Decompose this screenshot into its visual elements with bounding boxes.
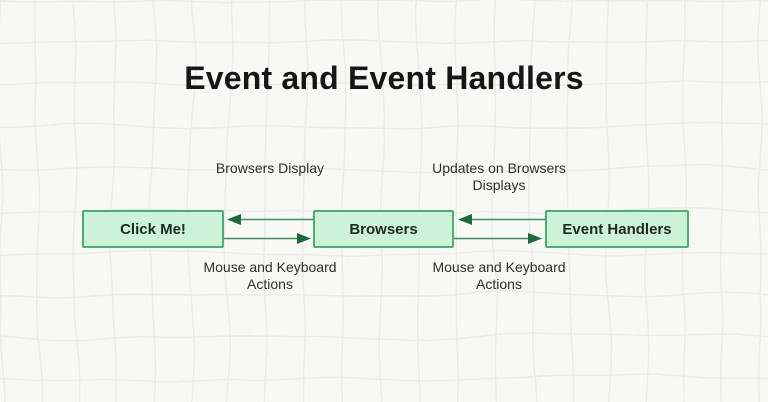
page-title: Event and Event Handlers (184, 60, 584, 96)
node-click-me: Click Me! (82, 210, 224, 248)
arrowhead-right-top-icon (458, 214, 472, 225)
arrowhead-left-bottom-icon (297, 233, 311, 244)
node-browsers-label: Browsers (349, 220, 418, 238)
edge-label-updates-on-browsers-displays: Updates on Browsers Displays (432, 160, 566, 193)
edge-label-mouse-keyboard-actions-right: Mouse and Keyboard Actions (432, 259, 566, 292)
arrowhead-left-top-icon (227, 214, 241, 225)
edge-label-mouse-keyboard-actions-left: Mouse and Keyboard Actions (203, 259, 337, 292)
edge-label-browsers-display: Browsers Display (215, 160, 325, 176)
node-browsers: Browsers (313, 210, 454, 248)
node-event-handlers-label: Event Handlers (562, 220, 672, 238)
node-event-handlers: Event Handlers (545, 210, 689, 248)
node-click-me-label: Click Me! (120, 220, 186, 238)
arrowhead-right-bottom-icon (528, 233, 542, 244)
